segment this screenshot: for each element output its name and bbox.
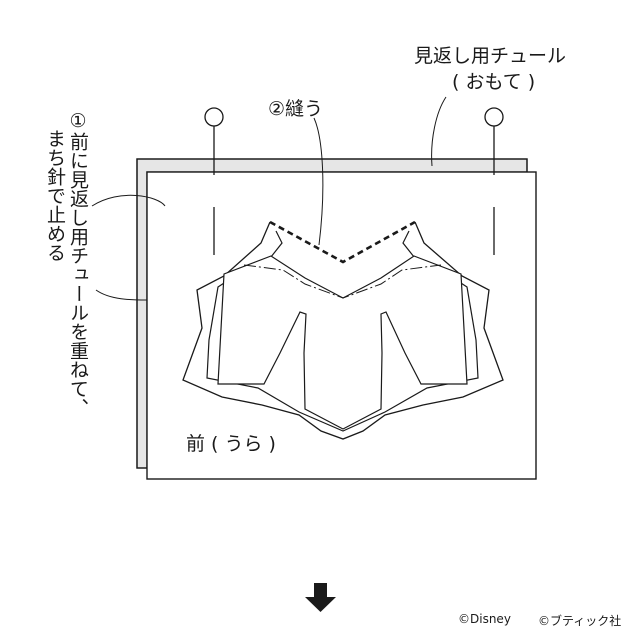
- leader-line-stitch: [313, 117, 324, 246]
- front-reverse-label: 前 ( うら ): [186, 433, 276, 455]
- pin-icon: [484, 107, 504, 255]
- step1-instruction-col2: まち針で止める: [44, 129, 66, 262]
- leader-line-step1: [91, 194, 166, 207]
- disney-credit: ©Disney: [458, 612, 511, 626]
- tulle-label-line1: 見返し用チュール: [414, 45, 566, 67]
- down-arrow-icon: [305, 583, 336, 612]
- stitch-line: [269, 220, 416, 264]
- boutique-credit: ©ブティック社: [538, 614, 622, 628]
- fold-line-waist: [243, 264, 442, 299]
- pattern-outline: [182, 221, 504, 440]
- pants-pattern-piece: [217, 255, 468, 430]
- pin-icon: [204, 107, 224, 255]
- step1-instruction-col1: ①前に見返し用チュールを重ねて、: [67, 110, 89, 417]
- tulle-label-line2: ( おもて ): [452, 71, 535, 93]
- step2-label: ②縫う: [268, 98, 323, 120]
- leader-line-tulle: [431, 96, 447, 167]
- leader-line-step1b: [95, 289, 148, 301]
